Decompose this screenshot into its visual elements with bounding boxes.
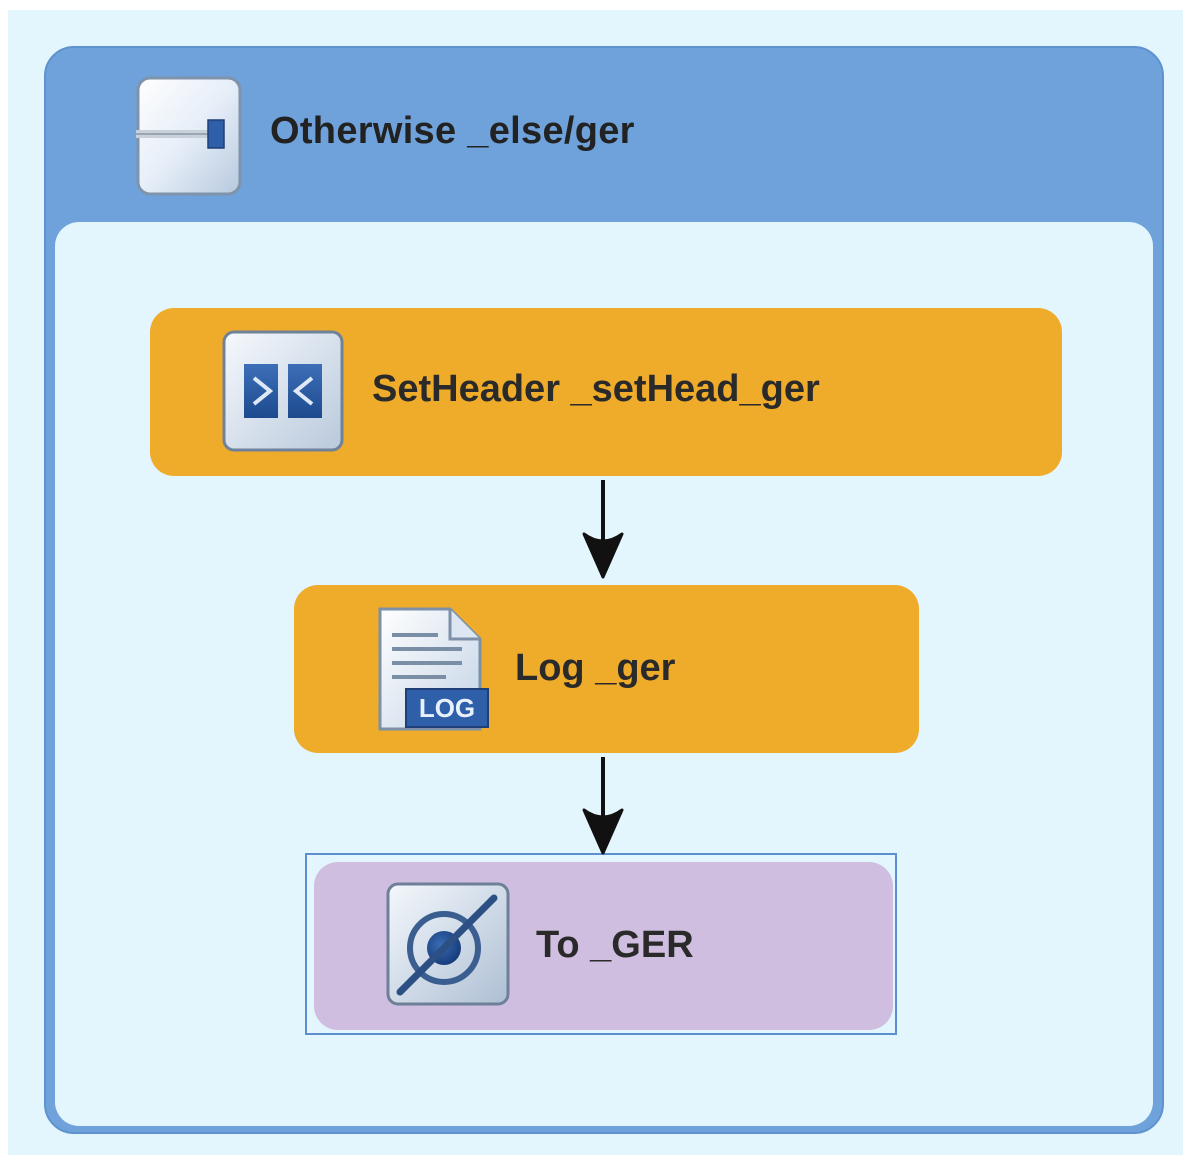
to-node[interactable]: To _GER xyxy=(314,862,893,1030)
set-header-icon xyxy=(222,330,344,452)
setheader-node[interactable]: SetHeader _setHead_ger xyxy=(150,308,1062,476)
otherwise-branch-icon xyxy=(136,76,242,196)
endpoint-to-icon xyxy=(386,882,510,1006)
log-label: Log _ger xyxy=(515,647,676,689)
log-node[interactable]: LOG Log _ger xyxy=(294,585,919,753)
to-label: To _GER xyxy=(536,924,694,966)
container-title: Otherwise _else/ger xyxy=(270,110,635,152)
setheader-label: SetHeader _setHead_ger xyxy=(372,368,820,410)
svg-text:LOG: LOG xyxy=(419,693,475,723)
log-document-icon: LOG xyxy=(378,607,489,731)
